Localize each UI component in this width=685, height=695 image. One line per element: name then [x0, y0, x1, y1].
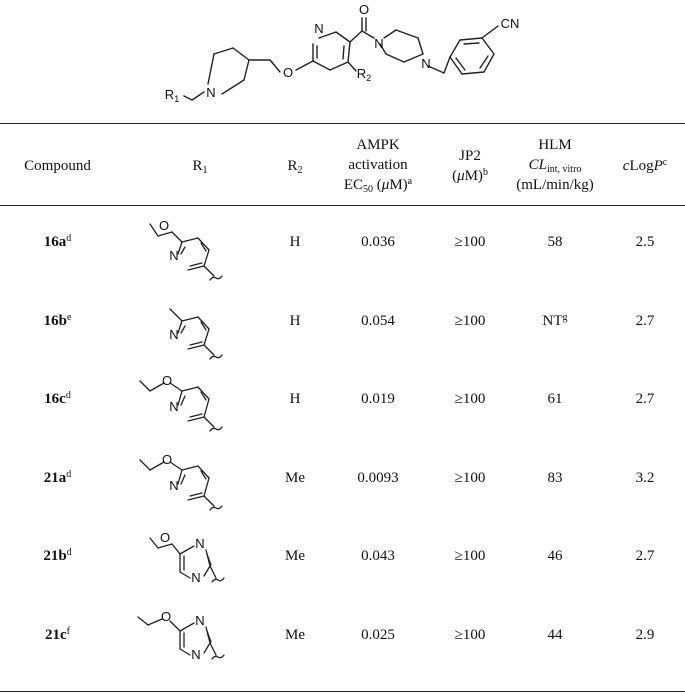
substituent-structure-ethoxy-pyridyl: ON: [139, 452, 223, 511]
cell-jp2: ≥100: [454, 391, 486, 407]
cell-compound: 21bd: [43, 547, 72, 565]
cell-jp2: ≥100: [454, 548, 486, 564]
piperazine-n1-label: N: [374, 36, 383, 51]
cell-r2: Me: [285, 469, 305, 486]
cell-ampk: 0.019: [361, 391, 395, 407]
atom-label-o: O: [162, 452, 172, 467]
cell-ampk: 0.043: [361, 548, 395, 564]
header-jp2: JP2 (μM)b: [452, 148, 488, 184]
nitrile-label: CN: [501, 16, 520, 31]
cell-compound: 21cf: [44, 625, 70, 643]
header-clogp: cLogPc: [622, 157, 668, 175]
cell-clogp: 2.7: [635, 391, 655, 407]
atom-label-n: N: [169, 478, 178, 493]
header-compound: Compound: [24, 158, 91, 174]
cell-clogp: 2.7: [635, 312, 655, 329]
cell-r2: H: [289, 234, 301, 250]
cell-compound: 21ad: [43, 468, 72, 486]
header-ampk: AMPK activation EC50 (μM)a: [343, 137, 413, 195]
cell-ampk: 0.0093: [357, 469, 399, 486]
cell-r2: Me: [285, 626, 305, 643]
piperazine-n2-label: N: [421, 56, 430, 71]
cell-hlm: 83: [547, 469, 563, 486]
ether-o-label: O: [283, 65, 293, 80]
table-header-rule: [0, 205, 685, 206]
atom-label-o: O: [161, 609, 171, 624]
atom-label-n: N: [195, 613, 204, 628]
atom-label-o: O: [160, 530, 170, 545]
atom-label-n: N: [169, 248, 178, 263]
atom-label-o: O: [162, 373, 172, 388]
cell-r2: Me: [285, 548, 305, 564]
cell-clogp: 2.5: [635, 234, 655, 250]
pyridine-n-label: N: [314, 21, 323, 36]
atom-label-o: O: [159, 218, 169, 233]
core-structure-diagram: N O N N CN O N R1 R2: [165, 2, 520, 104]
atom-label-n: N: [169, 399, 178, 414]
carbonyl-o-label: O: [359, 2, 369, 17]
cell-clogp: 2.7: [635, 548, 655, 564]
cell-r2: H: [289, 312, 301, 329]
r1-label: R1: [165, 87, 179, 104]
substituent-structure-methoxy-pyrazinyl: O N N: [149, 530, 225, 585]
cell-jp2: ≥100: [454, 312, 486, 329]
cell-jp2: ≥100: [454, 234, 486, 250]
cell-hlm: NTg: [542, 311, 568, 329]
atom-label-n: N: [191, 570, 200, 585]
substituent-structure-methoxy-pyridyl: ON: [149, 218, 223, 281]
cell-hlm: 58: [547, 234, 563, 250]
cell-compound: 16cd: [44, 390, 71, 408]
r2-label: R2: [357, 66, 371, 83]
cell-clogp: 3.2: [635, 469, 655, 486]
substituent-structure-methyl-pyridyl: N: [169, 307, 223, 360]
cell-r2: H: [289, 391, 301, 407]
header-r1: R1: [192, 158, 208, 176]
substituent-structure-ethoxy-pyridyl: ON: [139, 373, 223, 432]
cell-ampk: 0.054: [361, 312, 395, 329]
atom-label-n: N: [169, 327, 178, 342]
cell-hlm: 46: [547, 548, 563, 564]
table-top-rule: [0, 123, 685, 124]
cell-ampk: 0.025: [361, 626, 395, 643]
piperidine-n-label: N: [206, 85, 215, 100]
cell-jp2: ≥100: [454, 469, 486, 486]
cell-compound: 16be: [43, 311, 72, 329]
cell-ampk: 0.036: [361, 234, 395, 250]
header-hlm: HLM CLint, vitro (mL/min/kg): [516, 137, 594, 193]
cell-compound: 16ad: [43, 233, 72, 251]
cell-jp2: ≥100: [454, 626, 486, 643]
table-bottom-rule: [0, 691, 685, 692]
header-r2: R2: [287, 158, 303, 176]
cell-hlm: 44: [547, 626, 563, 643]
substituent-structure-ethoxy-pyrazinyl: O N N: [137, 609, 225, 662]
cell-clogp: 2.9: [635, 626, 655, 643]
atom-label-n: N: [195, 536, 204, 551]
cell-hlm: 61: [547, 391, 563, 407]
atom-label-n: N: [191, 647, 200, 662]
